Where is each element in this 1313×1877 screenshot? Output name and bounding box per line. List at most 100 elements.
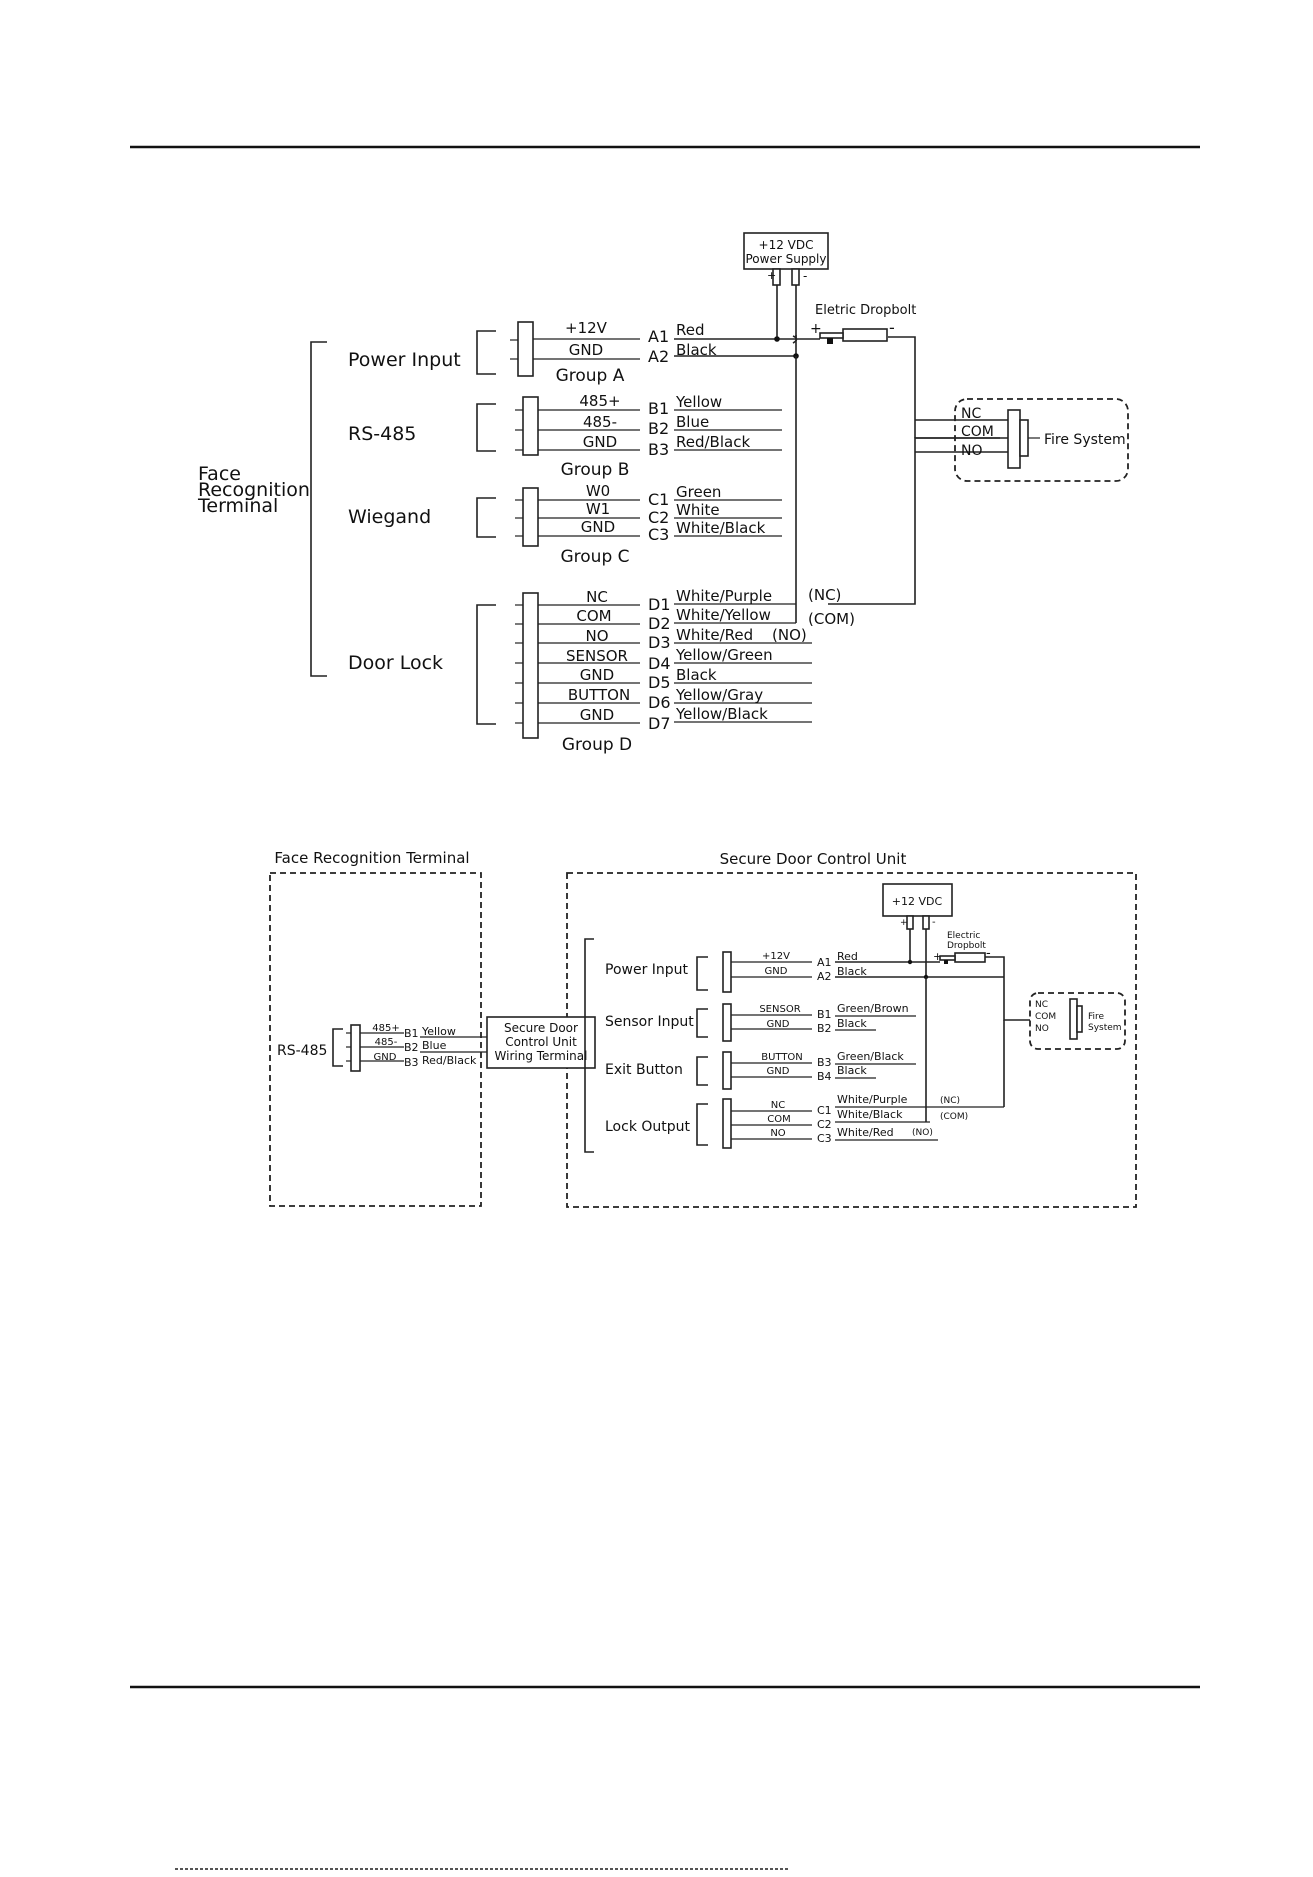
fire-system-box <box>954 398 1129 482</box>
terminal-dashed-box <box>269 872 482 1207</box>
pin-c1: W0 <box>586 482 610 500</box>
unit-fire-system-box <box>1029 992 1126 1050</box>
fire-terminal-no: NO <box>961 443 983 459</box>
annotation-nc: (NC) <box>808 586 841 604</box>
unit-fire-terminal-nc: NC <box>1035 1000 1048 1010</box>
unit-power-supply-box <box>882 883 953 917</box>
wire-d7: Yellow/Black <box>675 705 768 723</box>
pin-b1: 485+ <box>579 392 620 410</box>
code-d2: D2 <box>648 614 671 633</box>
unit-dropbolt-line2: Dropbolt <box>947 941 986 951</box>
code-d1: D1 <box>648 595 671 614</box>
code-c3: C3 <box>648 525 669 544</box>
fire-terminal-com: COM <box>961 424 994 440</box>
code-d5: D5 <box>648 673 671 692</box>
pin-d2: COM <box>576 607 611 625</box>
unit-dropbolt-line1: Electric <box>947 931 980 941</box>
unit-code-b2: B2 <box>817 1022 832 1035</box>
dropbolt-body <box>842 328 888 342</box>
unit-annotation-nc: (NC) <box>940 1096 960 1106</box>
rs485-code-b3: B3 <box>404 1056 419 1069</box>
wiring-terminal-box <box>486 1016 596 1069</box>
section-label-rs485: RS-485 <box>348 423 416 445</box>
pin-b3: GND <box>583 433 617 451</box>
device-label-line1: Face <box>198 463 241 485</box>
fire-system-connector <box>1007 409 1021 469</box>
code-b1: B1 <box>648 399 669 418</box>
rs485-pin-b2: 485- <box>375 1037 398 1048</box>
wire-d6: Yellow/Gray <box>675 686 763 704</box>
unit-fire-terminal-com: COM <box>1035 1012 1056 1022</box>
control-unit-title: Secure Door Control Unit <box>720 850 907 868</box>
pin-a1: +12V <box>565 319 608 337</box>
annotation-no: (NO) <box>772 626 807 644</box>
group-d-connector <box>522 592 539 739</box>
annotation-com: (COM) <box>808 610 855 628</box>
group-c-bracket <box>476 497 496 538</box>
code-b2: B2 <box>648 419 669 438</box>
unit-code-b3: B3 <box>817 1056 832 1069</box>
pin-c2: W1 <box>586 500 610 518</box>
diagram-secure-door-control-unit: Face Recognition Terminal Secure Door Co… <box>269 849 1137 1208</box>
wire-d5: Black <box>676 666 717 684</box>
wire-b1: Yellow <box>675 393 722 411</box>
diagram-terminal-wiring: Face Recognition Terminal Power Input RS… <box>197 232 1129 755</box>
unit-wire-a2: Black <box>837 965 867 978</box>
unit-pin-b4: GND <box>767 1066 790 1077</box>
code-d6: D6 <box>648 693 671 712</box>
group-label-b: Group B <box>561 460 630 480</box>
rs485-label: RS-485 <box>277 1043 327 1059</box>
rs485-wire-b2: Blue <box>422 1039 447 1052</box>
pin-d4: SENSOR <box>566 647 628 665</box>
group-label-d: Group D <box>562 735 632 755</box>
group-b-connector <box>522 396 539 456</box>
section-label-power-input-2: Power Input <box>605 962 689 978</box>
pin-d7: GND <box>580 706 614 724</box>
section-label-wiegand: Wiegand <box>348 506 431 528</box>
code-a1: A1 <box>648 327 669 346</box>
unit-pin-a2: GND <box>765 966 788 977</box>
pin-d5: GND <box>580 666 614 684</box>
rs485-code-b1: B1 <box>404 1027 419 1040</box>
power-supply-minus: - <box>803 269 807 283</box>
wire-c3: White/Black <box>676 519 766 537</box>
wire-b2: Blue <box>676 413 709 431</box>
unit-fire-system-line1: Fire <box>1088 1012 1105 1022</box>
code-d4: D4 <box>648 654 671 673</box>
dropbolt-plus: + <box>810 321 822 337</box>
group-c-connector <box>522 487 539 547</box>
section-label-exit-button: Exit Button <box>605 1062 683 1078</box>
unit-dropbolt-plus: + <box>933 950 942 963</box>
rs485-wire-b3: Red/Black <box>422 1054 477 1067</box>
unit-dropbolt-minus: - <box>986 946 991 961</box>
control-unit-bracket <box>584 938 594 1153</box>
unit-wire-b4: Black <box>837 1064 867 1077</box>
group-label-c: Group C <box>560 547 629 567</box>
pin-d1: NC <box>586 588 608 606</box>
pin-d3: NO <box>585 627 608 645</box>
terminal-title: Face Recognition Terminal <box>274 849 469 867</box>
group-label-a: Group A <box>556 366 625 386</box>
unit-wire-c1: White/Purple <box>837 1093 908 1106</box>
group-a-bracket <box>476 330 496 375</box>
unit-pin-c3: NO <box>770 1128 785 1139</box>
unit-code-c3: C3 <box>817 1132 832 1145</box>
code-b3: B3 <box>648 440 669 459</box>
group-b-bracket <box>476 403 496 452</box>
wire-d2: White/Yellow <box>676 606 771 624</box>
wire-b3: Red/Black <box>676 433 750 451</box>
unit-power-supply-minus: - <box>932 917 936 928</box>
unit-pin-b2: GND <box>767 1019 790 1030</box>
unit-pin-b3: BUTTON <box>761 1052 803 1063</box>
wiring-terminal-line3: Wiring Terminal <box>495 1049 588 1063</box>
unit-pin-a1: +12V <box>762 951 790 962</box>
rs485-pin-b3: GND <box>374 1052 397 1063</box>
wire-a2: Black <box>676 341 717 359</box>
unit-pin-c1: NC <box>771 1100 785 1111</box>
unit-code-a1: A1 <box>817 956 832 969</box>
section-label-sensor-input: Sensor Input <box>605 1014 694 1030</box>
wiring-terminal-line2: Control Unit <box>505 1035 577 1049</box>
pin-c3: GND <box>581 518 615 536</box>
